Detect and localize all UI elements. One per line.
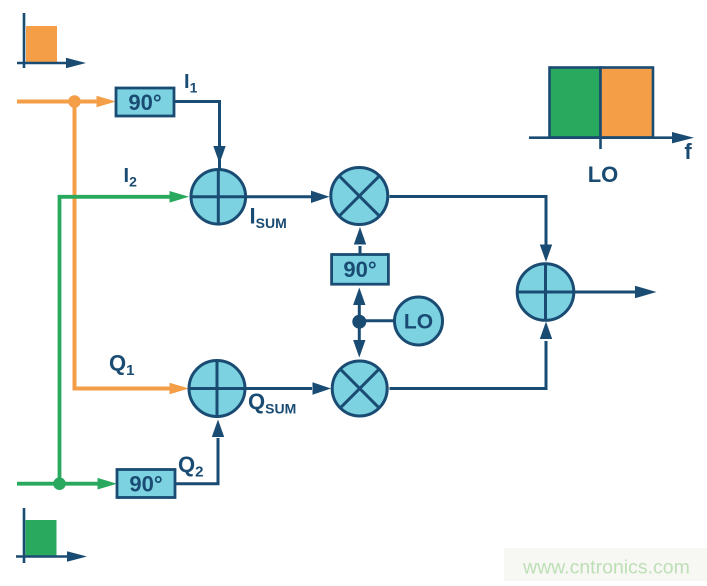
- svg-text:90°: 90°: [343, 257, 376, 282]
- svg-text:LO: LO: [404, 311, 433, 334]
- svg-text:www.cntronics.com: www.cntronics.com: [522, 557, 690, 579]
- svg-text:f: f: [684, 139, 692, 164]
- svg-text:90°: 90°: [129, 472, 162, 497]
- svg-text:90°: 90°: [128, 90, 161, 115]
- svg-text:LO: LO: [588, 162, 619, 187]
